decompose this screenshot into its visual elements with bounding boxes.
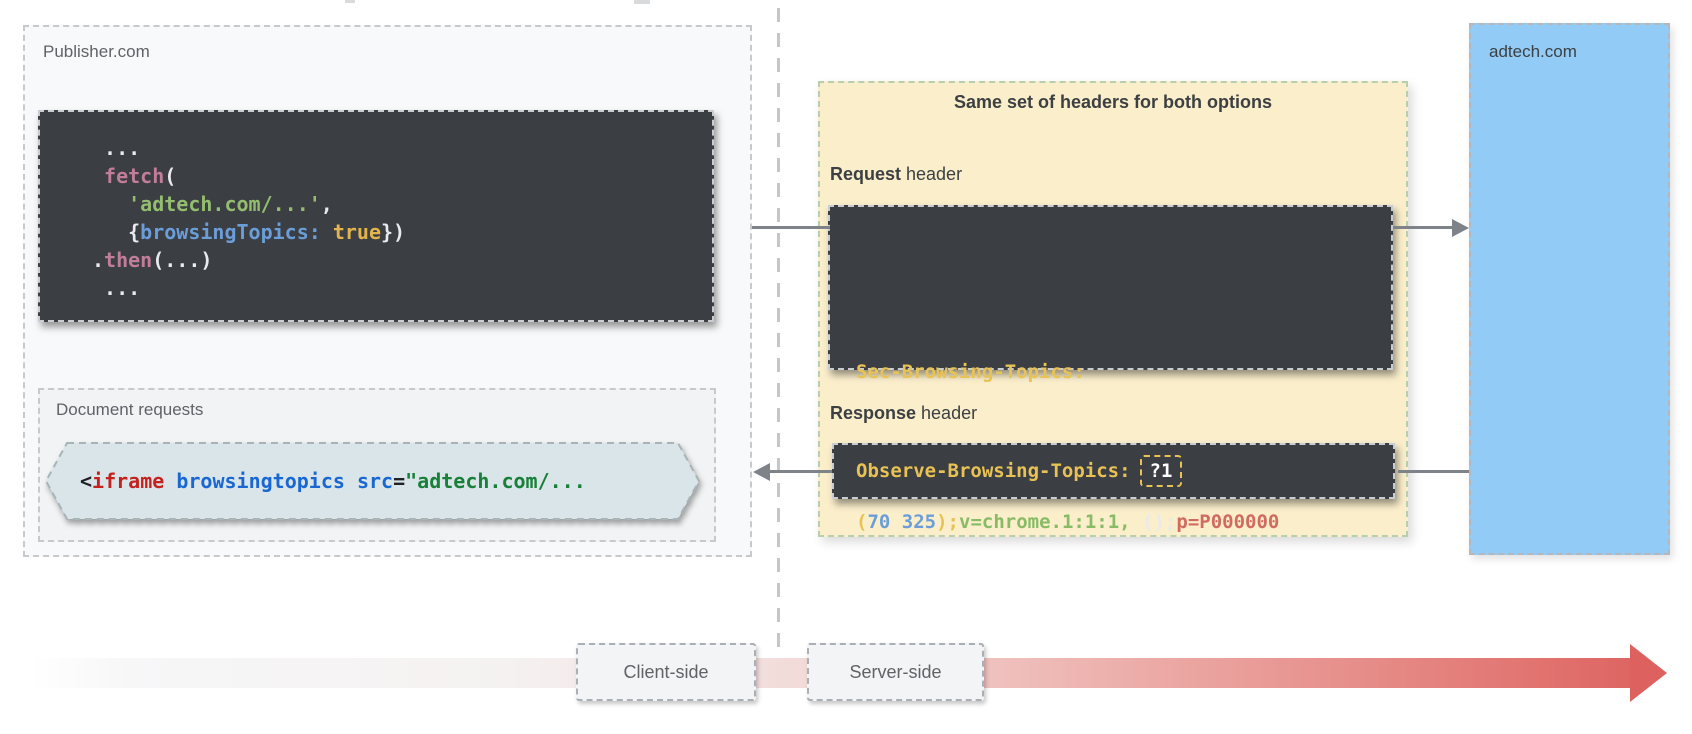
timeline-arrowhead-icon [1630,644,1667,702]
response-header-label-rest: header [916,403,978,423]
adtech-to-response-line [1398,470,1469,473]
publisher-to-request-line [752,226,830,229]
fetch-code-box [38,110,714,322]
response-header-label-bold: Response [830,403,917,423]
response-header-box: Observe-Browsing-Topics: ?1 [832,443,1395,499]
right-arrowhead-icon [1452,219,1469,237]
iframe-hexagon [45,442,700,520]
left-arrowhead-icon [753,463,770,481]
document-requests-label: Document requests [56,400,204,419]
request-header-line1: Sec-Browsing-Topics: [856,361,1085,383]
iframe-code: <iframe browsingtopics src="adtech.com/.… [80,469,586,493]
adtech-box [1469,23,1670,555]
publisher-label: Publisher.com [43,42,150,61]
headers-panel-title: Same set of headers for both options [953,92,1273,112]
request-header-label-rest: header [901,164,963,184]
response-to-publisher-line [768,470,832,473]
request-header-label: Request header [830,164,962,185]
fetch-code: ... fetch( 'adtech.com/...', {browsingTo… [92,136,406,300]
response-value-chip: ?1 [1139,455,1183,487]
request-to-adtech-line [1393,226,1453,229]
cropped-artifact [345,0,355,3]
request-header-box: Sec-Browsing-Topics: (70 325);v=chrome.1… [828,205,1393,533]
server-side-label: Server-side [807,643,984,701]
request-header-label-bold: Request [830,164,902,184]
response-header-label: Response header [830,403,977,424]
adtech-label: adtech.com [1489,42,1577,61]
client-server-divider [777,8,780,648]
client-side-label: Client-side [576,643,756,701]
response-header-code: Observe-Browsing-Topics: [856,460,1131,482]
cropped-artifact [634,0,650,4]
request-header-line2: (70 325);v=chrome.1:1:1, ();p=P000000 [856,511,1280,533]
